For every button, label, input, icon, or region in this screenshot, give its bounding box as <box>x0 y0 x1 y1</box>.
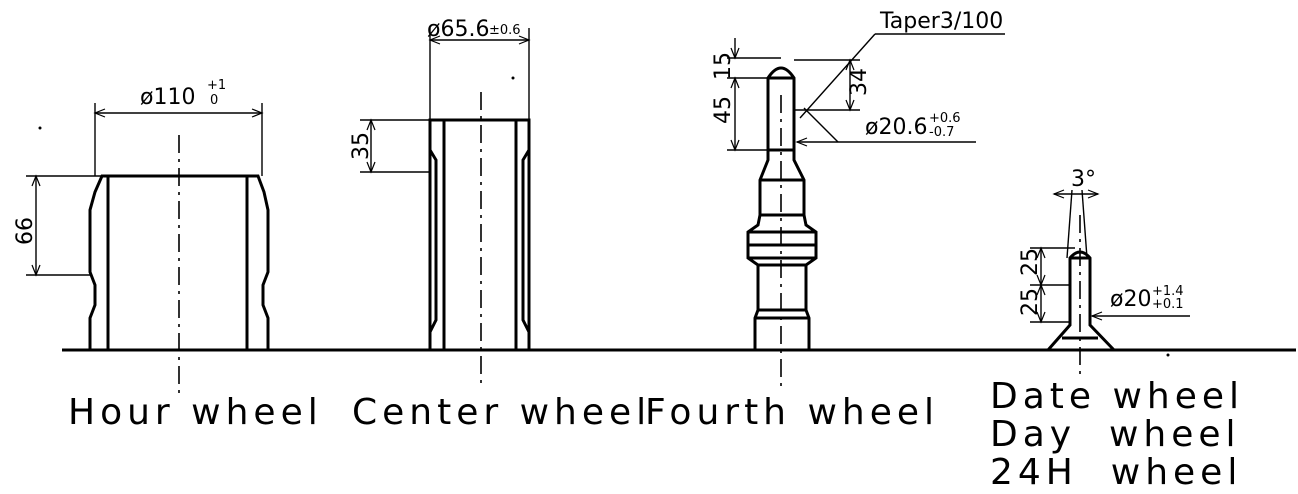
day-wheel-label: Day wheel <box>990 414 1241 455</box>
fourth-wheel: 15 45 34 Taper3/100 ø20.6 +0.6 -0.7 Four… <box>645 9 1005 433</box>
center-wheel-diameter-tol: ±0.6 <box>489 23 521 38</box>
fourth-wheel-dim-right: 34 <box>847 68 872 96</box>
24h-wheel-label: 24H wheel <box>990 452 1242 490</box>
center-wheel-label: Center wheel <box>352 392 651 433</box>
center-wheel-outline <box>428 118 531 350</box>
hour-wheel: ø110 +1 0 66 Hour wheel <box>13 78 323 433</box>
date-wheel-label: Date wheel <box>990 376 1244 417</box>
center-wheel: ø65.6 ±0.6 35 Center wheel <box>349 17 651 433</box>
date-wheel-angle-label: 3° <box>1071 167 1096 192</box>
date-wheel-dim-upper: 25 <box>1018 248 1043 276</box>
center-wheel-diameter-label: ø65.6 <box>427 17 489 42</box>
fourth-wheel-taper-label: Taper3/100 <box>879 9 1003 34</box>
date-wheel-dim-lower: 25 <box>1018 288 1043 316</box>
fourth-wheel-diameter-tol-upper: +0.6 <box>929 111 961 126</box>
fourth-wheel-label: Fourth wheel <box>645 392 939 433</box>
hour-wheel-height-label: 66 <box>13 217 38 245</box>
fourth-wheel-diameter-label: ø20.6 <box>865 115 927 140</box>
hour-wheel-label: Hour wheel <box>68 392 323 433</box>
date-wheel: 3° 25 25 ø20 +1.4 +0.1 Date wheel Day wh… <box>990 167 1244 493</box>
hour-wheel-diameter-tol-upper: +1 <box>207 78 226 93</box>
fourth-wheel-dim-top: 15 <box>711 52 736 80</box>
hour-wheel-diameter-tol-lower: 0 <box>210 93 218 108</box>
date-wheel-diameter-tol-upper: +1.4 <box>1152 284 1184 299</box>
fourth-wheel-diameter-tol-lower: -0.7 <box>929 125 954 140</box>
date-wheel-diameter-tol-lower: +0.1 <box>1152 297 1184 312</box>
hour-wheel-outline <box>88 174 270 350</box>
hour-wheel-diameter-label: ø110 <box>140 85 195 110</box>
fourth-wheel-dim-mid: 45 <box>711 96 736 124</box>
date-wheel-outline <box>1046 250 1116 352</box>
date-wheel-diameter-label: ø20 <box>1110 287 1151 312</box>
center-wheel-height-label: 35 <box>349 132 374 160</box>
